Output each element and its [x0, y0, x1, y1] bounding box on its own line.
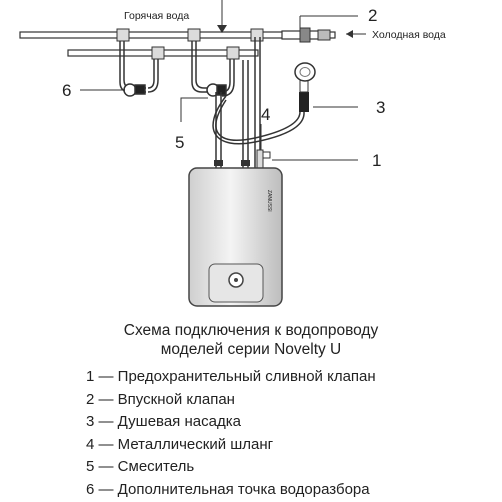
- label-2: 2: [368, 6, 377, 25]
- connection-diagram: ZANUSSI Горячая вода Холодная вода 2 6 3…: [19, 0, 446, 307]
- additional-outlet: [119, 41, 159, 97]
- caption-line-2: моделей серии Novelty U: [160, 341, 342, 358]
- diagram-caption: Схема подключения к водопроводу моделей …: [0, 321, 502, 359]
- metal-hose: [212, 95, 305, 145]
- label-5: 5: [175, 133, 184, 152]
- legend-list: 1 — Предохранительный сливной клапан 2 —…: [86, 366, 376, 502]
- legend-item: 5 — Смеситель: [86, 458, 195, 476]
- arrowheads: [217, 25, 353, 38]
- cold-water-label: Холодная вода: [372, 29, 446, 41]
- label-4: 4: [261, 105, 270, 124]
- brand-logo: ZANUSSI: [266, 190, 272, 212]
- hot-water-label: Горячая вода: [124, 10, 189, 22]
- mixer: [191, 41, 235, 97]
- shower-head: [294, 62, 316, 112]
- inlet-valve: [281, 27, 331, 43]
- leaders: [80, 0, 366, 161]
- legend-item: 4 — Металлический шланг: [86, 435, 274, 453]
- label-3: 3: [376, 98, 385, 117]
- legend-item: 1 — Предохранительный сливной клапан: [86, 368, 376, 385]
- legend-item: 2 — Впускной клапан: [86, 390, 235, 408]
- water-heater: ZANUSSI: [188, 167, 283, 307]
- label-6: 6: [62, 81, 71, 100]
- pipe-connectors: [214, 160, 250, 166]
- caption-line-1: Схема подключения к водопроводу: [123, 322, 379, 339]
- legend-item: 3 — Душевая насадка: [86, 413, 241, 431]
- label-1: 1: [372, 151, 381, 170]
- legend-item: 6 — Дополнительная точка водоразбора: [86, 480, 370, 498]
- safety-drain-valve: [256, 149, 271, 169]
- hot-water-pipe: [19, 31, 336, 39]
